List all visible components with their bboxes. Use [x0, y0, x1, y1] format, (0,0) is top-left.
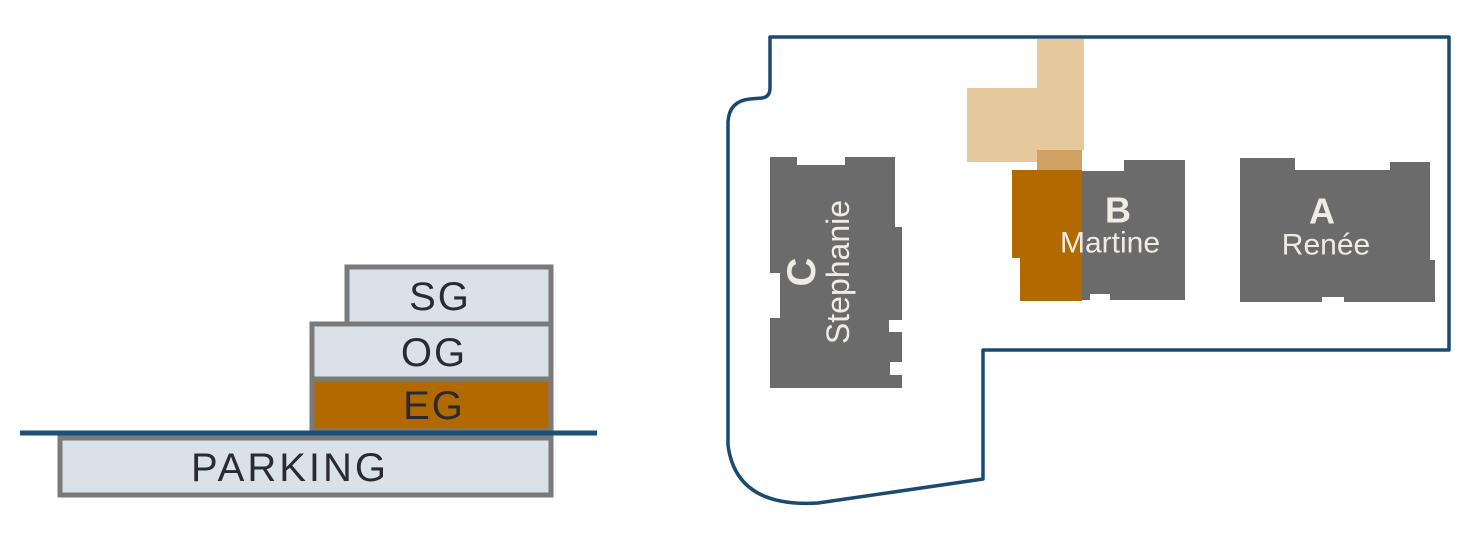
building-a-name: Renée	[1282, 229, 1370, 262]
building-c-label: C Stephanie	[780, 200, 856, 344]
selected-unit-area-overlap[interactable]	[1037, 150, 1082, 170]
building-a-shape[interactable]	[1240, 158, 1435, 302]
building-a-letter: A	[1309, 191, 1335, 232]
building-c-shape[interactable]	[770, 157, 902, 388]
building-a-label: A Renée	[1282, 191, 1370, 262]
parking-box[interactable]	[57, 435, 554, 498]
floor-label-og: OG	[401, 331, 467, 375]
parking-label: PARKING	[191, 446, 389, 490]
site-plan: C Stephanie B Martine A Renée	[726, 35, 1451, 506]
floor-label-eg: EG	[403, 384, 465, 428]
selected-unit-area-strip[interactable]	[1037, 39, 1084, 150]
floor-label-sg: SG	[409, 275, 471, 319]
building-b-label: B Martine	[1060, 190, 1160, 260]
building-b-shape[interactable]	[1082, 160, 1185, 300]
building-c-letter: C	[780, 258, 824, 287]
building-b-letter: B	[1105, 190, 1131, 231]
building-b-unit-highlight[interactable]	[1012, 170, 1082, 301]
elevation-diagram: SG OG EG PARKING	[20, 264, 597, 498]
site-boundary	[726, 35, 1451, 506]
selected-unit-area-block[interactable]	[967, 88, 1037, 162]
building-b-name: Martine	[1060, 227, 1160, 260]
building-c-name: Stephanie	[820, 200, 856, 344]
selected-unit-area[interactable]	[967, 39, 1084, 170]
